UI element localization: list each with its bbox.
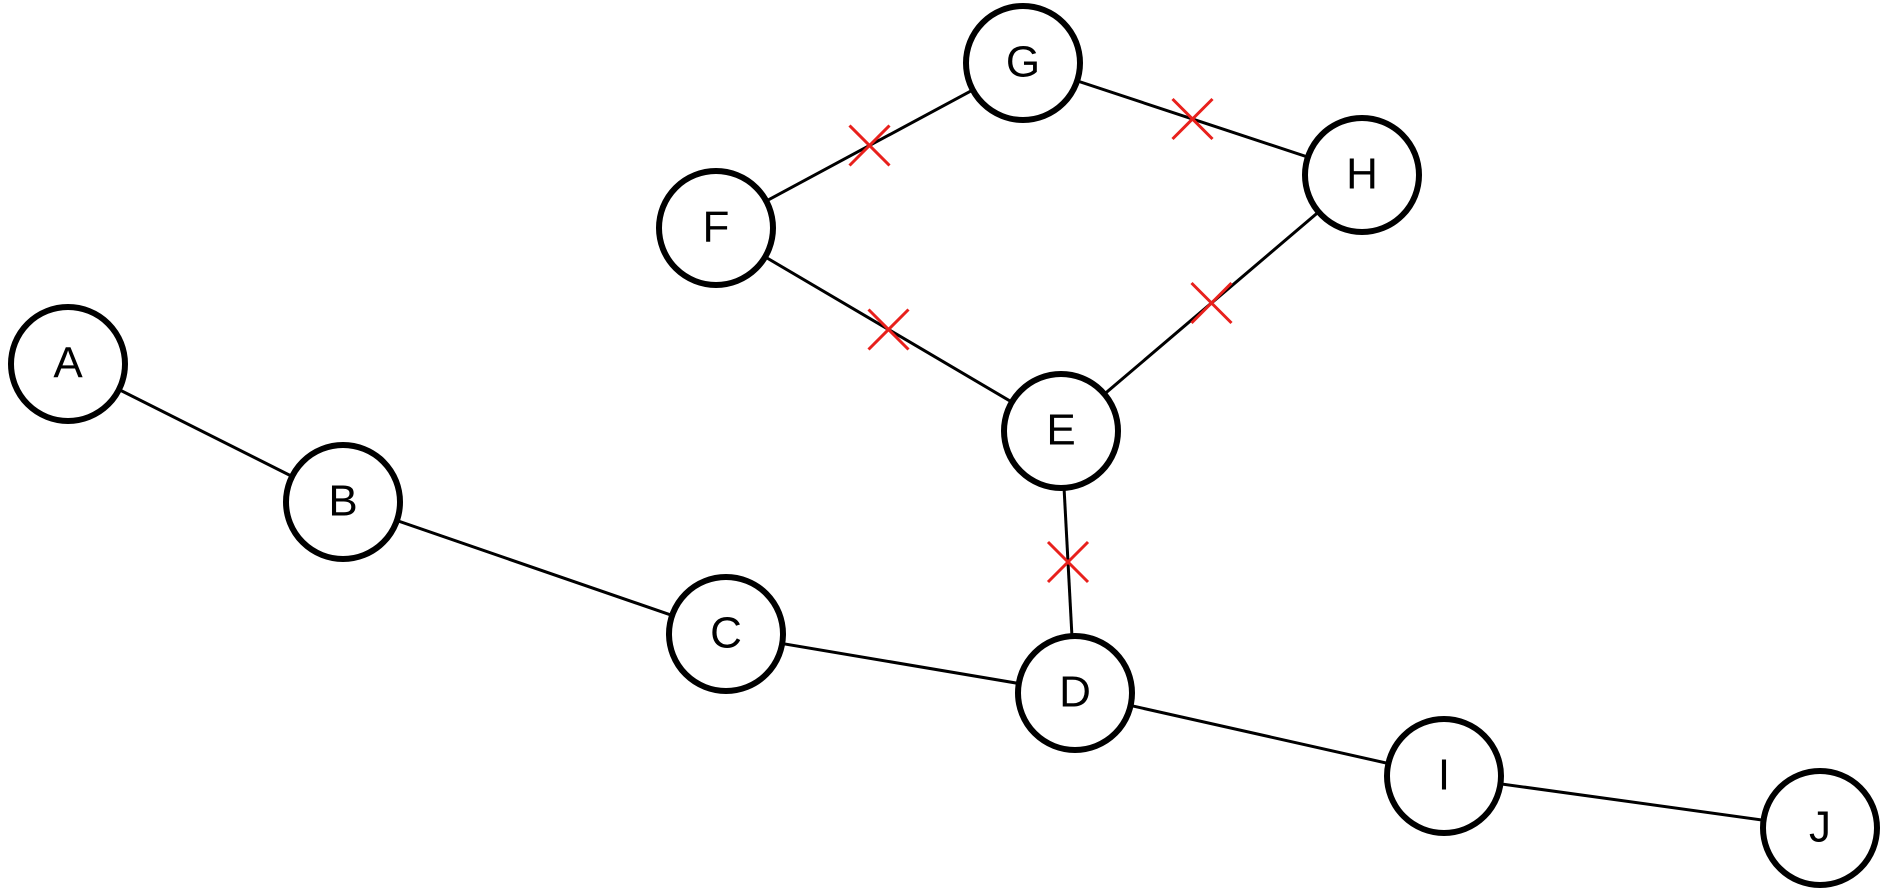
node-label: J	[1809, 803, 1831, 852]
node-circle	[656, 168, 776, 288]
node-h: H	[1302, 115, 1422, 235]
node-e: E	[1001, 371, 1121, 491]
node-circle	[1384, 716, 1504, 836]
node-circle	[1760, 768, 1880, 888]
cut-mark-d-e	[1046, 540, 1090, 584]
node-circle	[666, 574, 786, 694]
node-label: E	[1046, 406, 1075, 455]
node-circle	[8, 304, 128, 424]
node-circle	[1001, 371, 1121, 491]
node-i: I	[1384, 716, 1504, 836]
node-label: C	[710, 609, 742, 658]
node-label: B	[328, 477, 357, 526]
node-label: D	[1059, 668, 1091, 717]
cut-mark-f-g	[848, 124, 891, 167]
node-label: A	[53, 339, 83, 388]
node-a: A	[8, 304, 128, 424]
node-label: I	[1438, 751, 1450, 800]
cut-marks-layer	[848, 97, 1233, 584]
node-j: J	[1760, 768, 1880, 888]
edge-i-j	[1443, 774, 1821, 830]
node-label: H	[1346, 150, 1378, 199]
node-d: D	[1015, 633, 1135, 753]
node-circle	[1015, 633, 1135, 753]
node-b: B	[283, 442, 403, 562]
node-circle	[283, 442, 403, 562]
node-circle	[1302, 115, 1422, 235]
node-c: C	[666, 574, 786, 694]
node-label: G	[1006, 38, 1040, 87]
cut-mark-e-f	[867, 308, 910, 351]
node-circle	[963, 3, 1083, 123]
nodes-layer: A B C D E F G H I J	[8, 3, 1880, 888]
node-f: F	[656, 168, 776, 288]
node-label: F	[703, 203, 730, 252]
edge-b-c	[342, 500, 727, 636]
cut-mark-h-e	[1190, 281, 1233, 325]
cut-mark-g-h	[1171, 97, 1214, 141]
node-g: G	[963, 3, 1083, 123]
edge-d-i	[1074, 691, 1445, 778]
